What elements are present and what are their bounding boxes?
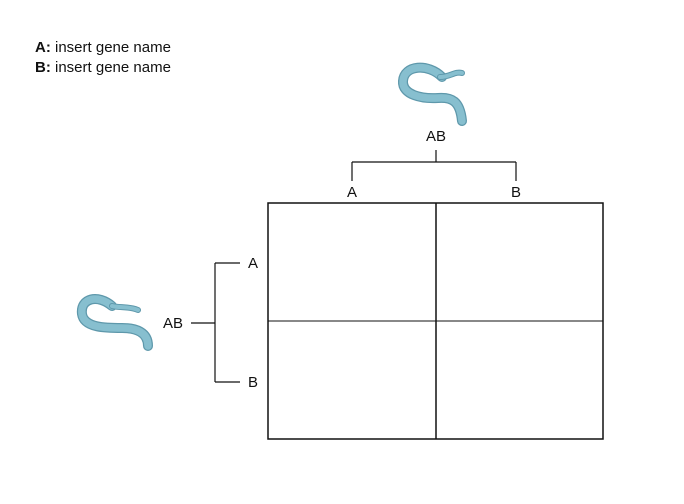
- punnett-grid: [267, 202, 604, 440]
- worm-icon: [398, 62, 467, 126]
- legend-text-a: insert gene name: [55, 39, 171, 56]
- left-gamete-b: B: [248, 374, 258, 391]
- legend-key-b: B:: [35, 59, 51, 76]
- top-gamete-b: B: [511, 184, 521, 201]
- top-gamete-a: A: [347, 184, 357, 201]
- legend-item-a: A: insert gene name: [35, 38, 171, 58]
- left-parent-genotype: AB: [163, 315, 183, 332]
- left-gamete-a: A: [248, 255, 258, 272]
- legend: A: insert gene name B: insert gene name: [35, 38, 171, 78]
- left-gamete-bracket: [191, 262, 240, 383]
- legend-key-a: A:: [35, 39, 51, 56]
- worm-icon: [76, 294, 153, 351]
- top-parent-genotype: AB: [426, 128, 446, 145]
- legend-item-b: B: insert gene name: [35, 58, 171, 78]
- legend-text-b: insert gene name: [55, 59, 171, 76]
- top-gamete-bracket: [351, 150, 517, 181]
